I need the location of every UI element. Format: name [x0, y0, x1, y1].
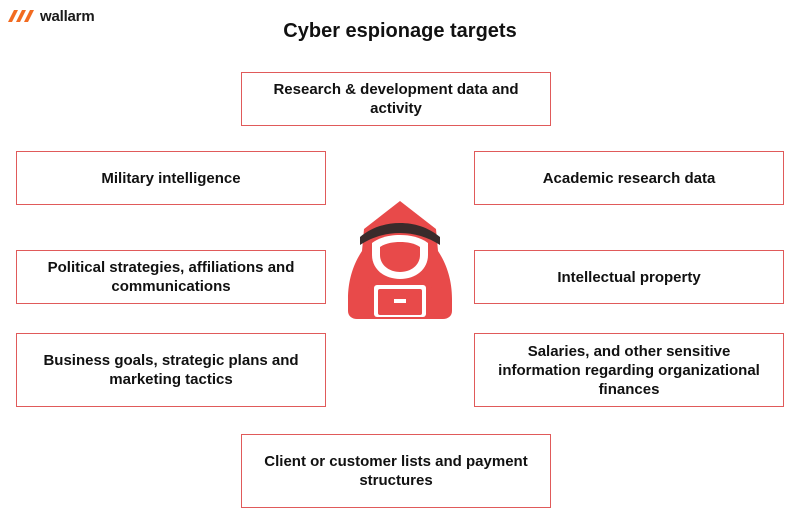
wallarm-logo: wallarm: [8, 6, 95, 26]
page-title: Cyber espionage targets: [283, 20, 517, 42]
wallarm-logo-text: wallarm: [40, 7, 95, 25]
target-intellectual-property: Intellectual property: [474, 250, 784, 304]
wallarm-logo-icon: [8, 9, 36, 23]
target-academic-research: Academic research data: [474, 151, 784, 205]
target-salaries-finances: Salaries, and other sensitive informatio…: [474, 333, 784, 407]
target-military-intelligence: Military intelligence: [16, 151, 326, 205]
target-research-development: Research & development data and activity: [241, 72, 551, 126]
target-business-goals: Business goals, strategic plans and mark…: [16, 333, 326, 407]
target-political-strategies: Political strategies, affiliations and c…: [16, 250, 326, 304]
hooded-hacker-icon: [346, 199, 454, 321]
target-client-lists: Client or customer lists and payment str…: [241, 434, 551, 508]
